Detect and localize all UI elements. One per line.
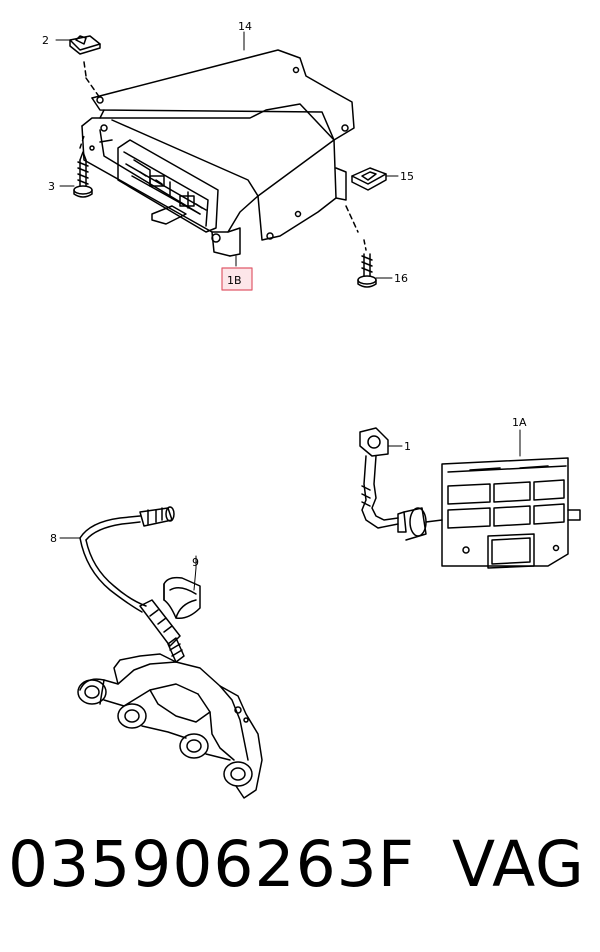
- control-unit-1b: [81, 103, 335, 257]
- clip-nut-2: [69, 35, 101, 99]
- callout-16: 16: [394, 272, 408, 285]
- callout-15: 15: [400, 170, 414, 183]
- exhaust-manifold: [77, 653, 263, 799]
- part-footer: 035906263F VAG: [0, 828, 600, 928]
- screw-3: [73, 135, 93, 198]
- heat-shield-9: [163, 567, 201, 620]
- callout-1a: 1A: [512, 416, 527, 429]
- control-unit-1a: [441, 429, 581, 569]
- callout-1b: 1B: [227, 274, 242, 287]
- bracket-1: [359, 427, 443, 541]
- brand-name: VAG: [452, 828, 585, 901]
- callout-9: 9: [192, 556, 199, 569]
- callout-14: 14: [238, 20, 252, 33]
- callout-3: 3: [48, 180, 55, 193]
- clip-nut-15: [345, 167, 387, 233]
- screw-16: [357, 239, 377, 288]
- callout-8: 8: [50, 532, 57, 545]
- bracket-14: [91, 49, 355, 241]
- oxygen-sensor-8: [59, 506, 185, 663]
- callout-1: 1: [404, 440, 411, 453]
- callout-2: 2: [42, 34, 49, 47]
- part-number: 035906263F: [8, 828, 415, 901]
- highlight-box-1b: [221, 267, 253, 291]
